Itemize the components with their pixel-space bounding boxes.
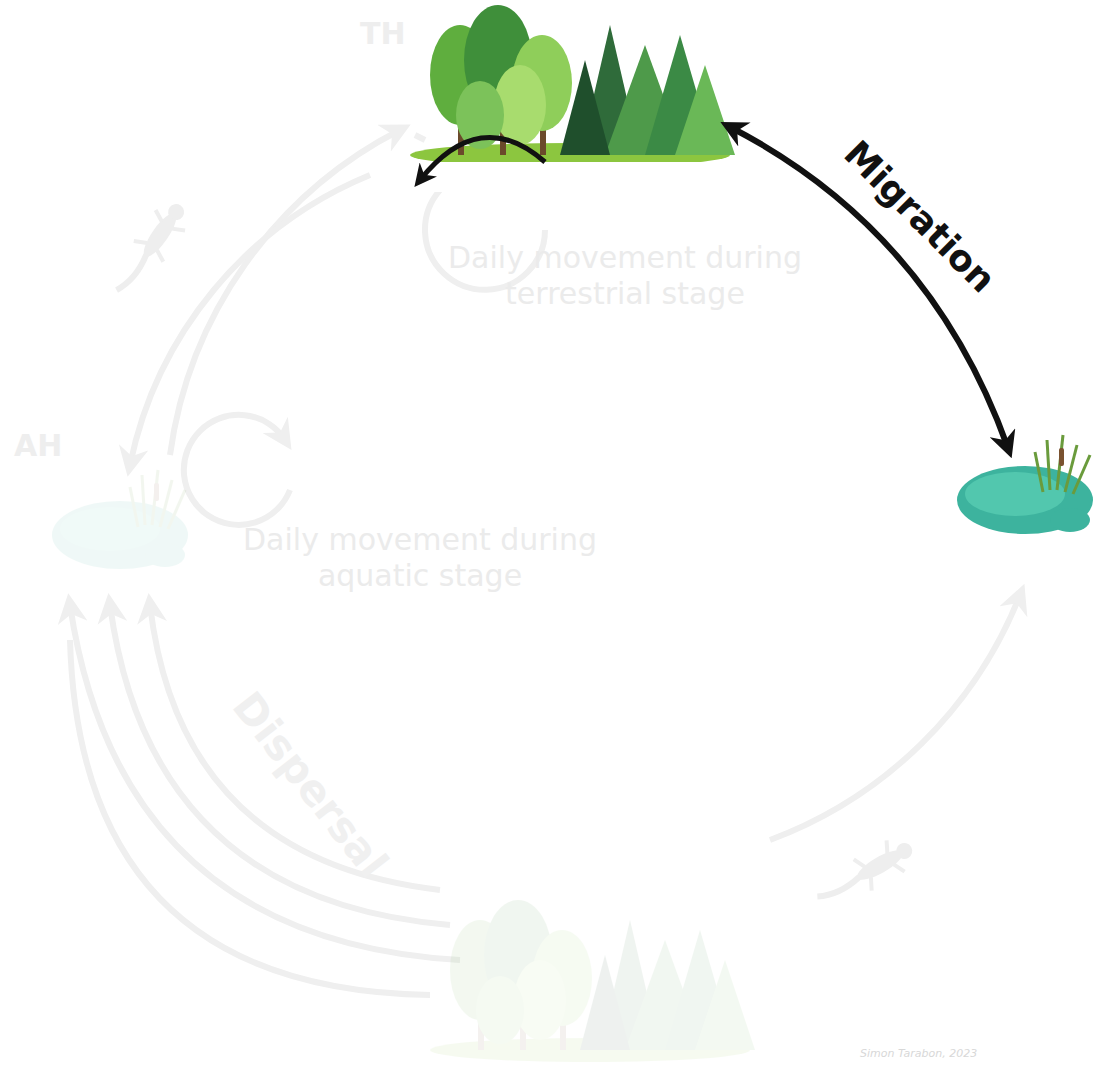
habitat-label: AH bbox=[14, 428, 94, 464]
newt-icon bbox=[105, 195, 195, 302]
ground-mask bbox=[400, 162, 740, 192]
movement-label: Daily movement during aquatic stage bbox=[225, 522, 615, 594]
movement-label: Daily movement during terrestrial stage bbox=[405, 240, 845, 312]
aquatic-habitat bbox=[957, 435, 1093, 534]
dispersal-label: Dispersal bbox=[216, 675, 403, 895]
newt-icon bbox=[810, 831, 920, 915]
terrestrial-habitat bbox=[410, 5, 735, 167]
terrestrial-habitat-faded bbox=[430, 900, 755, 1062]
daily-movement-arrow bbox=[420, 137, 545, 180]
faded-arrow bbox=[415, 135, 425, 140]
credit-note: Simon Tarabon, 2023 bbox=[860, 1047, 1060, 1060]
faded-cycle bbox=[70, 130, 1020, 995]
aquatic-habitat-faded bbox=[52, 470, 188, 569]
habitat-label: TH bbox=[360, 16, 440, 52]
